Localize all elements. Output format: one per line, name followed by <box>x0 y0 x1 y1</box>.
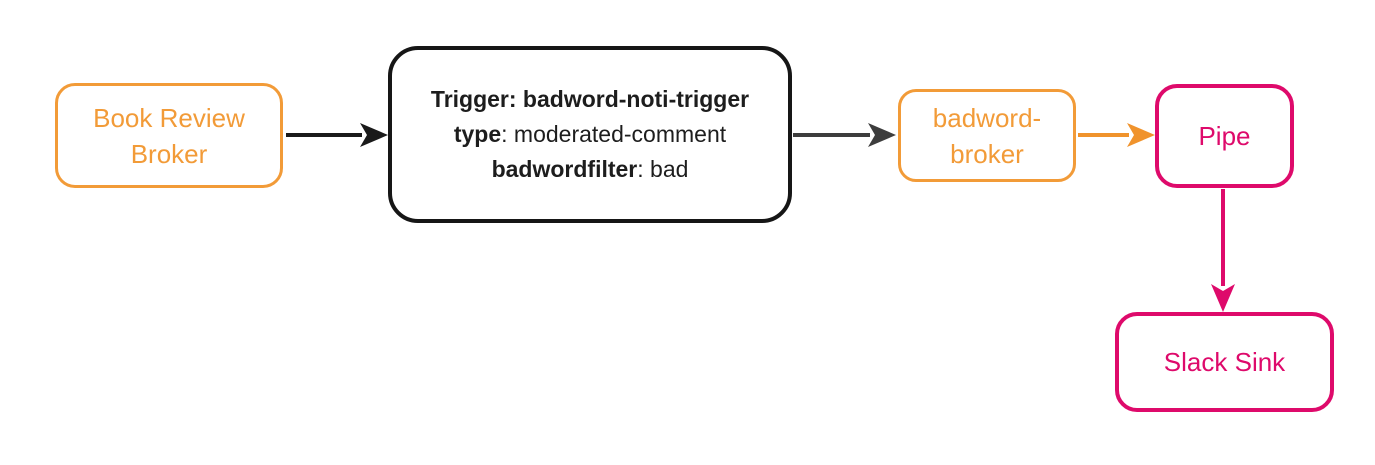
trigger-attr-badwordfilter-value: : bad <box>637 156 689 182</box>
node-slack-sink: Slack Sink <box>1115 312 1334 412</box>
arrow-trigger-to-badword-broker <box>793 123 896 147</box>
node-pipe: Pipe <box>1155 84 1294 188</box>
trigger-attr-badwordfilter: badwordfilter <box>491 156 638 182</box>
node-trigger: Trigger: badword-noti-trigger type: mode… <box>388 46 792 223</box>
arrow-head <box>1127 123 1155 147</box>
node-label: broker <box>950 138 1024 169</box>
arrow-book-review-broker-to-trigger <box>286 123 388 147</box>
node-label: Slack Sink <box>1163 347 1286 377</box>
trigger-attr-type-value: : moderated-comment <box>501 121 727 147</box>
trigger-line-2: type: moderated-comment <box>454 117 726 152</box>
node-label: Book Review <box>93 102 245 133</box>
node-label: badword- <box>932 102 1042 133</box>
arrow-pipe-to-slack-sink <box>1211 189 1235 312</box>
trigger-attr-type: type <box>453 121 502 147</box>
trigger-line-1: Trigger: badword-noti-trigger <box>431 82 749 117</box>
trigger-line-3: badwordfilter: bad <box>492 152 689 187</box>
arrow-head <box>868 123 896 147</box>
arrow-head <box>360 123 388 147</box>
node-badword-broker: badword- broker <box>898 89 1076 182</box>
node-label: Broker <box>130 138 208 169</box>
node-book-review-broker: Book Review Broker <box>55 83 283 188</box>
node-label: Pipe <box>1198 121 1251 151</box>
trigger-name: Trigger: badword-noti-trigger <box>430 86 750 112</box>
arrow-head <box>1211 284 1235 312</box>
arrow-badword-broker-to-pipe <box>1078 123 1155 147</box>
